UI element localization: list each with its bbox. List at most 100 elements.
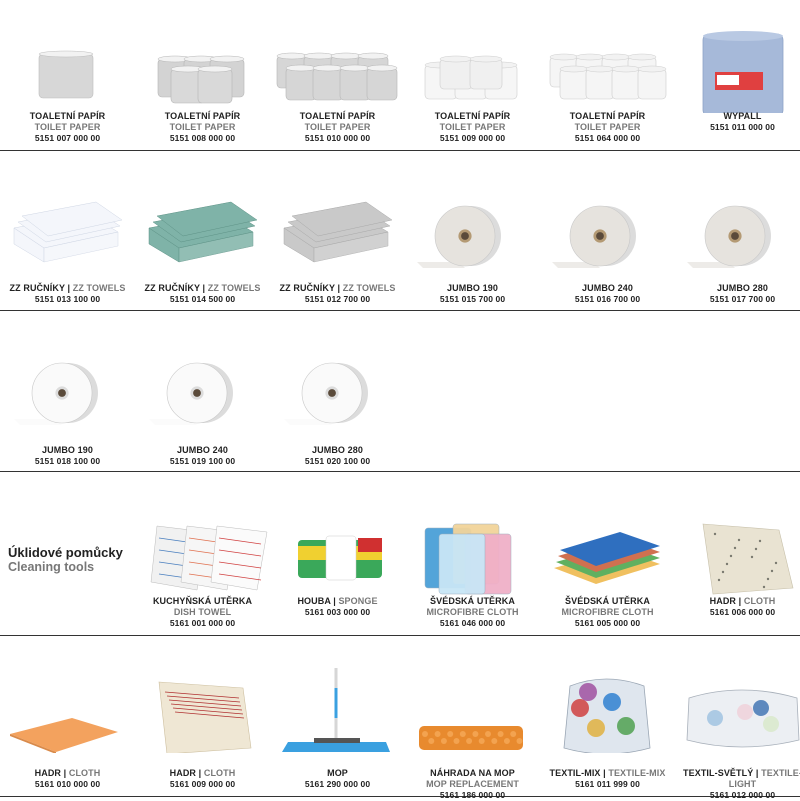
product-name-line: JUMBO 190 — [405, 283, 540, 294]
name-separator: | — [600, 768, 609, 778]
product-name-en: DISH TOWEL — [173, 607, 232, 617]
product-code: 5161 011 999 00 — [575, 779, 640, 789]
microfibre-stack-icon — [540, 512, 675, 597]
product-name-cz: TOALETNÍ PAPÍR — [29, 111, 106, 121]
product-code: 5161 290 000 00 — [304, 779, 371, 789]
product-code: 5151 013 100 00 — [34, 294, 101, 304]
jumbo-roll-white-icon — [0, 345, 135, 430]
product-name-line: MOP — [270, 768, 405, 779]
product-name-cz: JUMBO 280 — [717, 283, 768, 293]
product-name-cz: KUCHYŇSKÁ UTĚRKA — [152, 596, 253, 606]
product-code: 5151 019 100 00 — [169, 456, 236, 466]
product-name-en: TOILET PAPER — [439, 122, 506, 132]
product-code: 5161 010 000 00 — [34, 779, 101, 789]
product-name-cz: JUMBO 240 — [582, 283, 633, 293]
section-title-cleaning-tools: Úklidové pomůcky Cleaning tools — [8, 545, 123, 574]
product-name-cz: HADR — [169, 768, 197, 778]
product-name-line: ZZ RUČNÍKY | ZZ TOWELS — [135, 283, 270, 294]
mop-pad-icon — [405, 668, 540, 753]
product-code: 5151 016 700 00 — [574, 294, 641, 304]
product-name-en: ZZ TOWELS — [342, 283, 396, 293]
white-zz-towels-icon — [0, 188, 135, 273]
product-name-line: TEXTIL-SVĚTLÝ | TEXTILE-LIGHT — [675, 768, 800, 790]
jumbo-roll-white-icon — [270, 345, 405, 430]
product-name-en: CLOTH — [68, 768, 101, 778]
product-name-line: JUMBO 190 — [0, 445, 135, 456]
section-title-en: Cleaning tools — [8, 560, 95, 574]
microfibre-bags-icon — [405, 512, 540, 597]
product-name-cz: ZZ RUČNÍKY — [279, 283, 335, 293]
product-name-cz: TOALETNÍ PAPÍR — [299, 111, 376, 121]
product-name-en: TEXTILE-LIGHT — [728, 768, 800, 789]
product-name-cz: ŠVÉDSKÁ UTĚRKA — [565, 596, 650, 606]
sponge-pack-icon — [270, 512, 405, 597]
product-code: 5151 017 700 00 — [709, 294, 776, 304]
product-name-en: MOP REPLACEMENT — [426, 779, 519, 789]
name-separator: | — [199, 283, 208, 293]
product-name-en: TOILET PAPER — [304, 122, 371, 132]
white-toilet-roll-pack-large-icon — [540, 28, 675, 113]
floor-cloth-icon — [675, 512, 800, 597]
product-name-line: ŠVÉDSKÁ UTĚRKA — [540, 596, 675, 607]
product-name-line: HOUBA | SPONGE — [270, 596, 405, 607]
product-code: 5161 012 000 00 — [709, 790, 776, 800]
row-divider — [0, 635, 800, 636]
product-code: 5151 020 100 00 — [304, 456, 371, 466]
product-code: 5151 018 100 00 — [34, 456, 101, 466]
orange-cloth-icon — [0, 668, 135, 754]
textile-bag-light-icon — [675, 668, 800, 753]
grey-zz-towels-icon — [270, 188, 405, 273]
product-name-en: CLOTH — [743, 596, 776, 606]
product-code: 5161 186 000 00 — [439, 790, 506, 800]
toilet-roll-pack-3-icon — [135, 28, 270, 113]
product-name-en: ZZ TOWELS — [207, 283, 261, 293]
product-name-cz: NÁHRADA NA MOP — [430, 768, 515, 778]
jumbo-roll-grey-icon — [675, 188, 800, 273]
product-name-cz: TOALETNÍ PAPÍR — [569, 111, 646, 121]
product-code: 5151 007 000 00 — [34, 133, 101, 143]
product-name-cz: TEXTIL-SVĚTLÝ — [683, 768, 754, 778]
product-name-line: JUMBO 240 — [135, 445, 270, 456]
dish-towel-icon — [135, 512, 270, 597]
product-name-en: TOILET PAPER — [169, 122, 236, 132]
product-name-line: TOALETNÍ PAPÍR — [270, 111, 405, 122]
product-name-cz: JUMBO 190 — [447, 283, 498, 293]
product-name-cz: JUMBO 190 — [42, 445, 93, 455]
product-name-cz: ZZ RUČNÍKY — [144, 283, 200, 293]
product-code: 5151 014 500 00 — [169, 294, 236, 304]
product-name-cz: ŠVÉDSKÁ UTĚRKA — [430, 596, 515, 606]
product-name-cz: MOP — [327, 768, 348, 778]
product-name-en: MICROFIBRE CLOTH — [561, 607, 654, 617]
product-name-line: HADR | CLOTH — [0, 768, 135, 779]
striped-cloth-icon — [135, 668, 270, 755]
product-name-line: HADR | CLOTH — [675, 596, 800, 607]
product-name-cz: TOALETNÍ PAPÍR — [164, 111, 241, 121]
product-name-line: TOALETNÍ PAPÍR — [135, 111, 270, 122]
product-code: 5151 064 000 00 — [574, 133, 641, 143]
green-zz-towels-icon — [135, 188, 270, 273]
section-title-cz: Úklidové pomůcky — [8, 545, 123, 560]
row-divider — [0, 310, 800, 311]
product-name-line: KUCHYŇSKÁ UTĚRKA — [135, 596, 270, 607]
product-name-line: JUMBO 280 — [270, 445, 405, 456]
name-separator: | — [736, 596, 744, 606]
product-name-en: MICROFIBRE CLOTH — [426, 607, 519, 617]
name-separator: | — [64, 283, 73, 293]
product-code: 5161 005 000 00 — [574, 618, 641, 628]
product-name-en: TEXTILE-MIX — [608, 768, 666, 778]
row-divider — [0, 150, 800, 151]
product-code: 5161 006 000 00 — [709, 607, 776, 617]
